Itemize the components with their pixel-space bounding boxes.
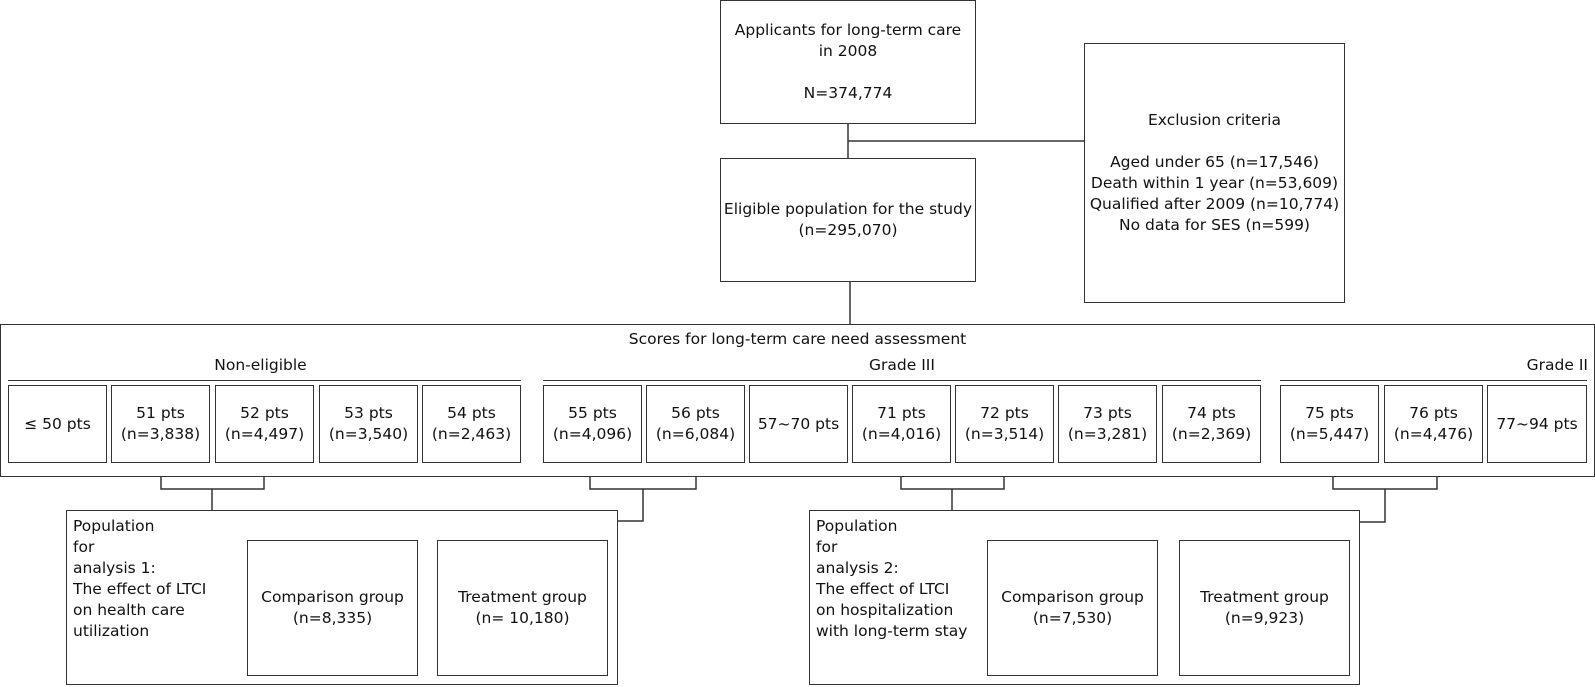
score-label: 76 pts bbox=[1409, 404, 1458, 422]
treatment-count: (n= 10,180) bbox=[475, 609, 570, 627]
exclusion-box: Exclusion criteria Aged under 65 (n=17,5… bbox=[1084, 43, 1345, 303]
score-count: (n=3,514) bbox=[964, 425, 1045, 443]
group-non-eligible-rule bbox=[8, 380, 521, 381]
score-box: 74 pts (n=2,369) bbox=[1162, 385, 1261, 463]
analysis1-treatment-box: Treatment group (n= 10,180) bbox=[437, 540, 608, 676]
exclusion-title: Exclusion criteria bbox=[1148, 111, 1281, 129]
eligible-box: Eligible population for the study (n=295… bbox=[720, 158, 976, 282]
analysis2-line: Population bbox=[816, 517, 898, 535]
score-count: (n=2,369) bbox=[1171, 425, 1252, 443]
score-count: (n=6,084) bbox=[655, 425, 736, 443]
analysis2-treatment-box: Treatment group (n=9,923) bbox=[1179, 540, 1350, 676]
score-label: 51 pts bbox=[136, 404, 185, 422]
score-label: 75 pts bbox=[1305, 404, 1354, 422]
group-non-eligible: Non-eligible bbox=[214, 356, 307, 374]
exclusion-item: Death within 1 year (n=53,609) bbox=[1090, 174, 1339, 192]
score-count: (n=4,016) bbox=[861, 425, 942, 443]
analysis1-line: The effect of LTCI bbox=[73, 580, 207, 598]
comparison-label: Comparison group bbox=[1001, 588, 1144, 606]
analysis1-comparison-box: Comparison group (n=8,335) bbox=[247, 540, 418, 676]
applicants-line1: Applicants for long-term care bbox=[734, 21, 962, 39]
analysis1-description: Population for analysis 1: The effect of… bbox=[73, 516, 206, 642]
score-count: (n=3,281) bbox=[1067, 425, 1148, 443]
score-box: 73 pts (n=3,281) bbox=[1058, 385, 1157, 463]
treatment-count: (n=9,923) bbox=[1224, 609, 1305, 627]
score-count: (n=4,096) bbox=[552, 425, 633, 443]
score-box: 57~70 pts bbox=[749, 385, 848, 463]
group-grade-iii-rule bbox=[543, 380, 1261, 381]
score-label: ≤ 50 pts bbox=[24, 414, 91, 433]
score-label: 71 pts bbox=[877, 404, 926, 422]
score-count: (n=4,497) bbox=[224, 425, 305, 443]
score-box: 75 pts (n=5,447) bbox=[1280, 385, 1379, 463]
score-box: 71 pts (n=4,016) bbox=[852, 385, 951, 463]
scores-title: Scores for long-term care need assessmen… bbox=[628, 330, 967, 348]
exclusion-item: Aged under 65 (n=17,546) bbox=[1110, 153, 1319, 171]
analysis2-line: with long-term stay bbox=[816, 622, 968, 640]
comparison-label: Comparison group bbox=[261, 588, 404, 606]
score-count: (n=4,476) bbox=[1393, 425, 1474, 443]
score-count: (n=3,540) bbox=[328, 425, 409, 443]
applicants-count: N=374,774 bbox=[803, 84, 893, 102]
analysis1-line: Population bbox=[73, 517, 155, 535]
analysis1-line: utilization bbox=[73, 622, 150, 640]
score-box: 53 pts (n=3,540) bbox=[319, 385, 418, 463]
score-label: 72 pts bbox=[980, 404, 1029, 422]
score-box: 76 pts (n=4,476) bbox=[1384, 385, 1483, 463]
score-label: 73 pts bbox=[1083, 404, 1132, 422]
eligible-count: (n=295,070) bbox=[798, 221, 898, 239]
analysis2-comparison-box: Comparison group (n=7,530) bbox=[987, 540, 1158, 676]
score-label: 54 pts bbox=[447, 404, 496, 422]
group-grade-ii-rule bbox=[1280, 380, 1587, 381]
comparison-count: (n=8,335) bbox=[292, 609, 373, 627]
score-box: ≤ 50 pts bbox=[8, 385, 107, 463]
score-box: 51 pts (n=3,838) bbox=[111, 385, 210, 463]
score-box: 56 pts (n=6,084) bbox=[646, 385, 745, 463]
analysis1-line: on health care bbox=[73, 601, 185, 619]
analysis2-line: analysis 2: bbox=[816, 559, 899, 577]
applicants-box: Applicants for long-term care in 2008 N=… bbox=[720, 0, 976, 124]
analysis2-line: for bbox=[816, 538, 838, 556]
applicants-line2: in 2008 bbox=[818, 42, 878, 60]
score-label: 77~94 pts bbox=[1496, 414, 1578, 433]
score-label: 52 pts bbox=[240, 404, 289, 422]
score-count: (n=2,463) bbox=[431, 425, 512, 443]
score-label: 57~70 pts bbox=[757, 414, 840, 433]
score-label: 74 pts bbox=[1187, 404, 1236, 422]
exclusion-item: Qualified after 2009 (n=10,774) bbox=[1089, 195, 1340, 213]
analysis1-line: analysis 1: bbox=[73, 559, 156, 577]
comparison-count: (n=7,530) bbox=[1032, 609, 1113, 627]
score-count: (n=3,838) bbox=[120, 425, 201, 443]
score-label: 55 pts bbox=[568, 404, 617, 422]
score-label: 53 pts bbox=[344, 404, 393, 422]
analysis1-line: for bbox=[73, 538, 95, 556]
eligible-line1: Eligible population for the study bbox=[723, 200, 973, 218]
score-box: 72 pts (n=3,514) bbox=[955, 385, 1054, 463]
score-box: 77~94 pts bbox=[1487, 385, 1587, 463]
exclusion-item: No data for SES (n=599) bbox=[1119, 216, 1310, 234]
treatment-label: Treatment group bbox=[1200, 588, 1329, 606]
analysis2-description: Population for analysis 2: The effect of… bbox=[816, 516, 967, 642]
analysis2-line: The effect of LTCI bbox=[816, 580, 950, 598]
analysis2-line: on hospitalization bbox=[816, 601, 954, 619]
group-grade-ii: Grade II bbox=[1526, 356, 1588, 374]
score-label: 56 pts bbox=[671, 404, 720, 422]
score-box: 52 pts (n=4,497) bbox=[215, 385, 314, 463]
treatment-label: Treatment group bbox=[458, 588, 587, 606]
score-box: 54 pts (n=2,463) bbox=[422, 385, 521, 463]
score-box: 55 pts (n=4,096) bbox=[543, 385, 642, 463]
score-count: (n=5,447) bbox=[1289, 425, 1370, 443]
group-grade-iii: Grade III bbox=[869, 356, 935, 374]
